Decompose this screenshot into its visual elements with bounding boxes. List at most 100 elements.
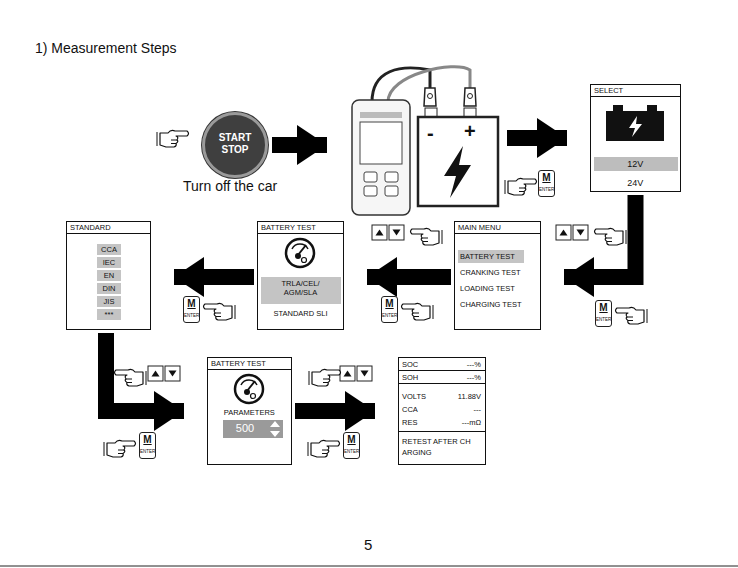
- screen-text: DIN: [97, 284, 121, 293]
- screen-text: BATTERY TEST: [261, 223, 316, 232]
- pointing-hand: [402, 303, 434, 320]
- screen-text: ---%: [467, 373, 481, 382]
- screen-text: MAIN MENU: [458, 223, 501, 232]
- screen-text: SOH: [402, 373, 418, 382]
- pointing-hand: [204, 303, 236, 320]
- screen-text: 24V: [591, 178, 680, 189]
- key-label: M: [184, 298, 199, 310]
- screen-text: CHARGING TEST: [460, 300, 522, 309]
- key-label: ENTER: [184, 313, 199, 318]
- page-number: 5: [364, 536, 372, 553]
- screen-text: ---%: [467, 360, 481, 369]
- divider-line: [67, 233, 150, 234]
- enter-button: M ENTER: [183, 296, 200, 323]
- pointing-hand: [595, 228, 627, 245]
- screen-text: CCA: [402, 405, 418, 414]
- screen-text: STANDARD: [70, 223, 111, 232]
- battery-icon: [591, 97, 679, 157]
- screen-text: JIS: [97, 297, 121, 306]
- divider-line: [455, 233, 540, 234]
- screen-text: STANDARD SLI: [271, 309, 330, 318]
- key-label: M: [596, 302, 611, 314]
- footer-rule: [0, 566, 738, 567]
- key-label: ENTER: [596, 317, 611, 322]
- screen-text: TRLA/CEL/ AGM/SLA: [271, 279, 330, 297]
- enter-button: M ENTER: [381, 296, 398, 323]
- pointing-hand: [616, 307, 648, 324]
- arrow-keys: [148, 366, 180, 381]
- key-label: M: [382, 298, 397, 310]
- tester-screen: SOC ---% SOH ---% VOLTS 11.88V CCA --- RES ---mΩ R…: [398, 357, 486, 465]
- screen-text: PARAMETERS: [208, 408, 291, 417]
- screen-text: RES: [402, 418, 417, 427]
- screen-text: SOC: [402, 360, 418, 369]
- step-note: Turn off the car: [183, 178, 277, 194]
- flow-arrow: [106, 333, 184, 411]
- tester-screen: STANDARD CCA IEC EN DIN JIS ***: [66, 221, 151, 330]
- section-title: 1) Measurement Steps: [35, 40, 177, 56]
- screen-text: BATTERY TEST: [211, 359, 266, 368]
- screen-text: ***: [97, 310, 121, 319]
- arrow-keys: [372, 225, 404, 240]
- screen-text: BATTERY TEST: [460, 252, 515, 261]
- tester-screen: BATTERY TEST TRLA/CEL/ AGM/SLA STANDARD SL…: [257, 221, 344, 330]
- screen-text: EN: [97, 271, 121, 280]
- arrow-keys: [340, 366, 372, 381]
- pointing-hand: [308, 440, 340, 457]
- pointing-hand: [157, 130, 189, 147]
- terminal-sign: -: [427, 121, 434, 145]
- flow-arrow: [174, 269, 254, 285]
- arrow-keys: [556, 225, 588, 240]
- tester-screen: SELECT 12V 24V: [590, 84, 681, 192]
- tester-screen: MAIN MENU BATTERY TEST CRANKING TEST LOADIN…: [454, 221, 541, 330]
- screen-text: 500: [223, 422, 267, 435]
- screen-text: SELECT: [594, 86, 623, 95]
- pointing-hand: [411, 228, 443, 245]
- enter-button: M ENTER: [595, 300, 612, 327]
- key-label: M: [344, 434, 359, 446]
- enter-button: M ENTER: [139, 432, 156, 459]
- terminal-sign: +: [464, 119, 476, 143]
- pointing-hand: [115, 369, 147, 386]
- screen-text: VOLTS: [402, 392, 426, 401]
- screen-text: 11.88V: [458, 392, 481, 401]
- key-label: M: [539, 172, 554, 184]
- gauge-icon: [208, 370, 290, 430]
- screen-text: CRANKING TEST: [460, 268, 521, 277]
- screen-text: 12V: [591, 159, 680, 170]
- key-label: ENTER: [382, 313, 397, 318]
- screen-text: ---mΩ: [462, 418, 481, 427]
- divider-line: [258, 233, 343, 234]
- screen-text: START STOP: [215, 132, 255, 156]
- battery-tester: [352, 67, 498, 215]
- flow-arrow: [367, 269, 451, 285]
- tester-screen: BATTERY TEST PARAMETERS 500: [207, 357, 292, 465]
- divider-line: [399, 370, 485, 371]
- divider-line: [399, 431, 485, 432]
- screen-text: IEC: [97, 258, 121, 267]
- key-label: ENTER: [344, 449, 359, 454]
- key-label: ENTER: [539, 187, 554, 192]
- flow-arrow: [295, 403, 375, 419]
- spin-arrows: [269, 420, 281, 438]
- pointing-hand: [505, 178, 537, 195]
- flow-arrow: [507, 130, 567, 146]
- flow-arrow: [272, 137, 327, 153]
- divider-line: [591, 96, 680, 97]
- screen-text: LOADING TEST: [460, 284, 515, 293]
- screen-text: ---: [474, 405, 482, 414]
- divider-line: [208, 369, 291, 370]
- enter-button: M ENTER: [343, 432, 360, 459]
- start-stop-button: START STOP: [202, 112, 268, 178]
- flow-arrow: [564, 195, 636, 277]
- key-label: M: [140, 434, 155, 446]
- key-label: ENTER: [140, 449, 155, 454]
- screen-text: CCA: [97, 245, 121, 254]
- battery-hookup: -+: [345, 65, 505, 215]
- pointing-hand: [309, 369, 341, 386]
- divider-line: [399, 383, 485, 384]
- enter-button: M ENTER: [538, 170, 555, 197]
- screen-text: RETEST AFTER CH ARGING: [402, 436, 482, 459]
- pointing-hand: [104, 440, 136, 457]
